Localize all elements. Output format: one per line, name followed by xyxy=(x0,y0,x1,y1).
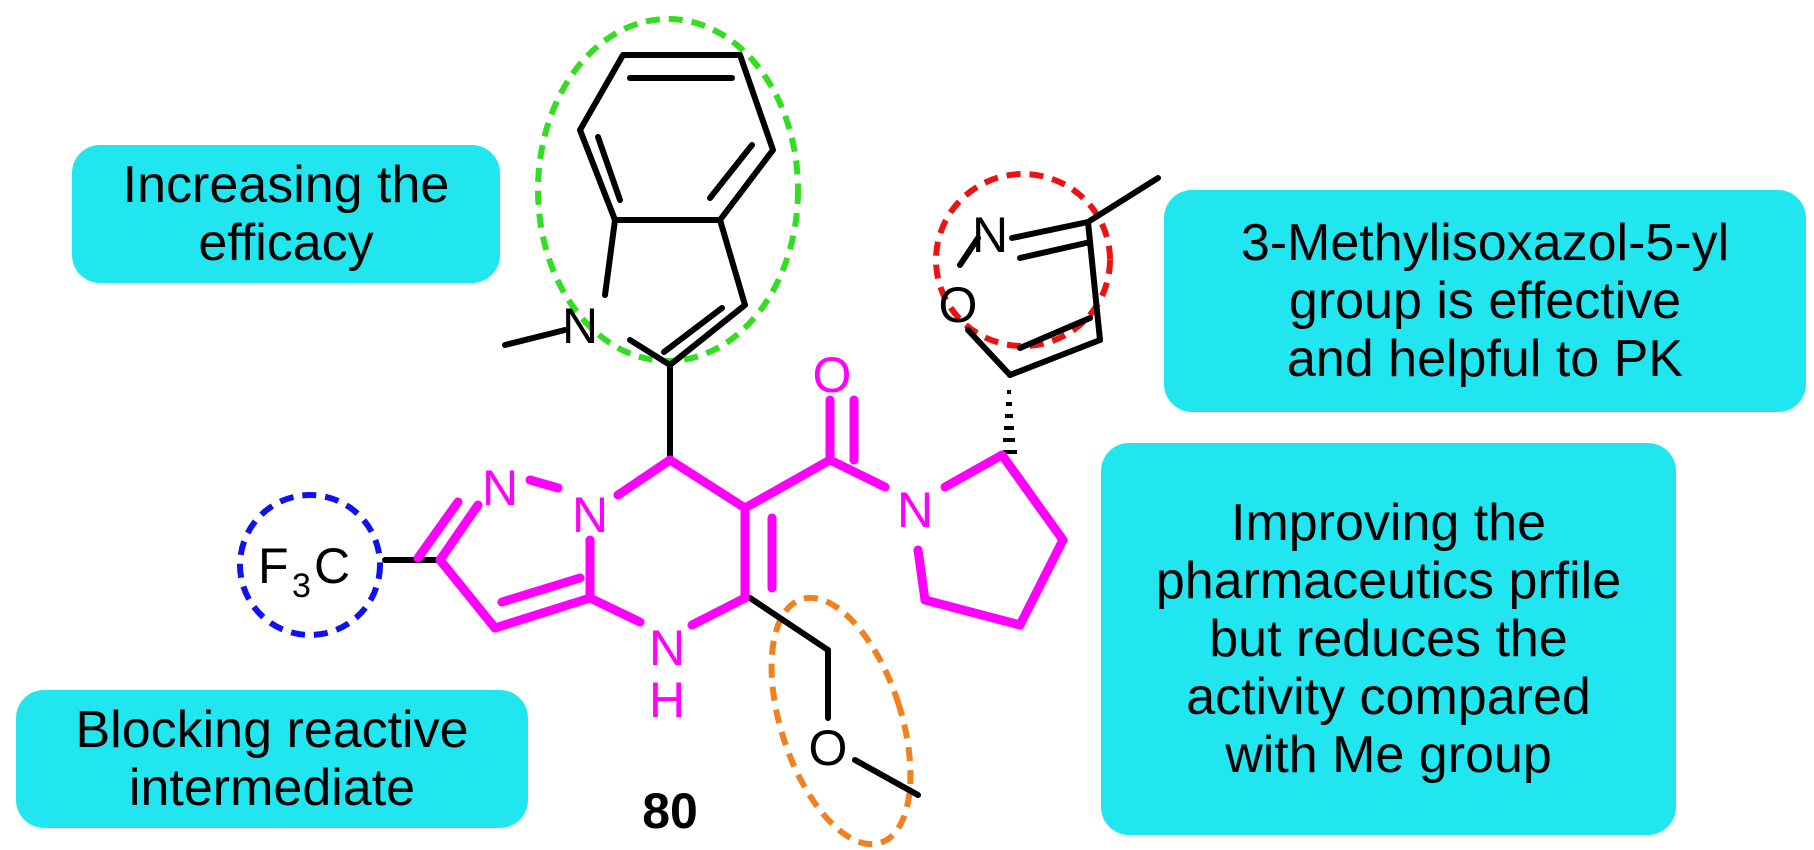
compound-number: 80 xyxy=(642,783,698,839)
black-bonds xyxy=(382,52,1161,798)
callout-text-line: Improving the xyxy=(1230,494,1547,552)
callout-text-line: but reduces the xyxy=(1209,610,1568,668)
core-bonds xyxy=(413,395,1068,633)
callout-methylisoxazole: 3-Methylisoxazol-5-yl group is effective… xyxy=(1164,190,1806,412)
callout-pharmaceutics-profile: Improving the pharmaceutics prfile but r… xyxy=(1101,443,1676,835)
callout-text-line: with Me group xyxy=(1225,726,1552,784)
nh-nitrogen-label: N xyxy=(649,620,685,676)
callout-text-line: pharmaceutics prfile xyxy=(1155,552,1622,610)
amide-oxygen-label: O xyxy=(813,347,852,403)
cf3-carbon-label: C xyxy=(314,538,350,594)
pyrrolidine-nitrogen-label: N xyxy=(897,482,933,538)
isoxazole-oxygen-label: O xyxy=(939,277,978,333)
callout-text-line: activity compared xyxy=(1186,668,1591,726)
nh-hydrogen-label: H xyxy=(649,672,685,728)
callout-blocking-reactive-intermediate: Blocking reactive intermediate xyxy=(16,690,528,828)
isoxazole-nitrogen-label: N xyxy=(972,207,1008,263)
isoxazole-highlight-ellipse xyxy=(933,171,1113,349)
callout-increasing-efficacy: Increasing the efficacy xyxy=(72,145,500,283)
callout-text-line: intermediate xyxy=(128,759,416,817)
cf3-highlight-ellipse xyxy=(237,492,383,638)
callout-text-line: Blocking reactive xyxy=(75,701,469,759)
methoxy-highlight-ellipse xyxy=(768,594,914,848)
pyrazole-n1-label: N xyxy=(482,460,518,516)
callout-text-line: Increasing the xyxy=(122,156,450,214)
callout-text-line: and helpful to PK xyxy=(1286,330,1684,388)
cf3-fluorine-label: F xyxy=(258,538,289,594)
methoxy-oxygen-label: O xyxy=(809,720,848,776)
indole-nitrogen-label: N xyxy=(562,298,598,354)
cf3-subscript-label: 3 xyxy=(292,567,311,605)
callout-text-line: efficacy xyxy=(198,214,374,272)
hashed-wedge-bond xyxy=(1003,390,1017,454)
callout-text-line: 3-Methylisoxazol-5-yl xyxy=(1240,214,1730,272)
callout-text-line: group is effective xyxy=(1288,272,1682,330)
pyrazole-n2-label: N xyxy=(572,487,608,543)
